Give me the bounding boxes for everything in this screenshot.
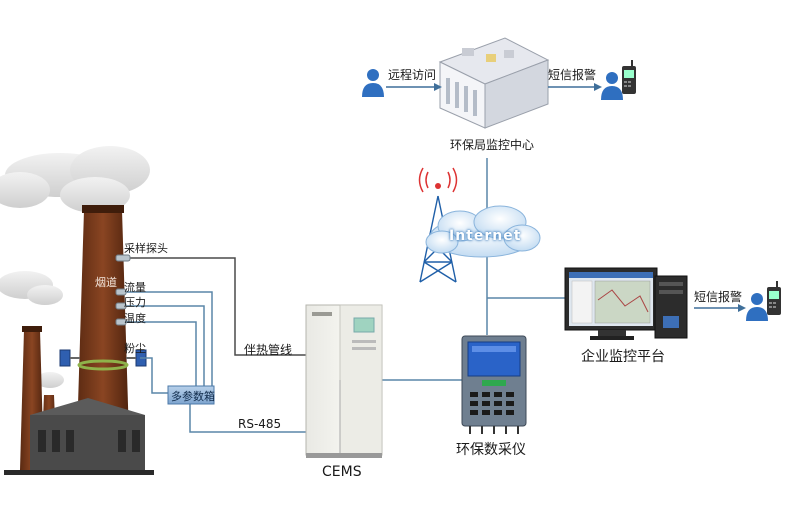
chimney-icon (4, 205, 154, 475)
cloud-icon (425, 205, 541, 258)
label-internet: Internet (449, 228, 522, 244)
arrows (386, 83, 746, 312)
computer-icon (564, 267, 688, 340)
probe-tips (115, 254, 131, 326)
label-sms-alarm-right: 短信报警 (694, 290, 743, 304)
label-sampling-probe: 采样探头 (124, 242, 168, 255)
label-epb-center: 环保局监控中心 (450, 138, 535, 152)
label-cems: CEMS (322, 464, 362, 480)
label-enterprise-platform: 企业监控平台 (581, 349, 665, 365)
label-multi-param-box: 多参数箱 (171, 390, 215, 403)
label-pressure: 压力 (124, 296, 146, 309)
cabinet-icon (305, 304, 383, 458)
smoke (0, 146, 150, 388)
label-data-collector: 环保数采仪 (456, 442, 526, 458)
label-sms-alarm-top: 短信报警 (548, 68, 597, 82)
person-icon (601, 72, 623, 100)
person-icon (362, 69, 384, 97)
label-flow: 流量 (124, 281, 146, 294)
mobile-phone-icon (622, 60, 636, 94)
mobile-phone-icon (767, 281, 781, 315)
person-icon (746, 293, 768, 321)
label-remote-access: 远程访问 (388, 68, 437, 82)
label-flue: 烟道 (95, 276, 117, 289)
label-rs485: RS-485 (238, 417, 282, 431)
multi-param-box (167, 385, 215, 405)
label-heat-tracing-line: 伴热管线 (244, 343, 293, 357)
label-dust: 粉尘 (124, 342, 146, 355)
label-temperature: 温度 (124, 312, 146, 325)
sensor-wires (122, 257, 462, 433)
data-collector-icon (461, 335, 527, 434)
building-icon (438, 37, 550, 129)
